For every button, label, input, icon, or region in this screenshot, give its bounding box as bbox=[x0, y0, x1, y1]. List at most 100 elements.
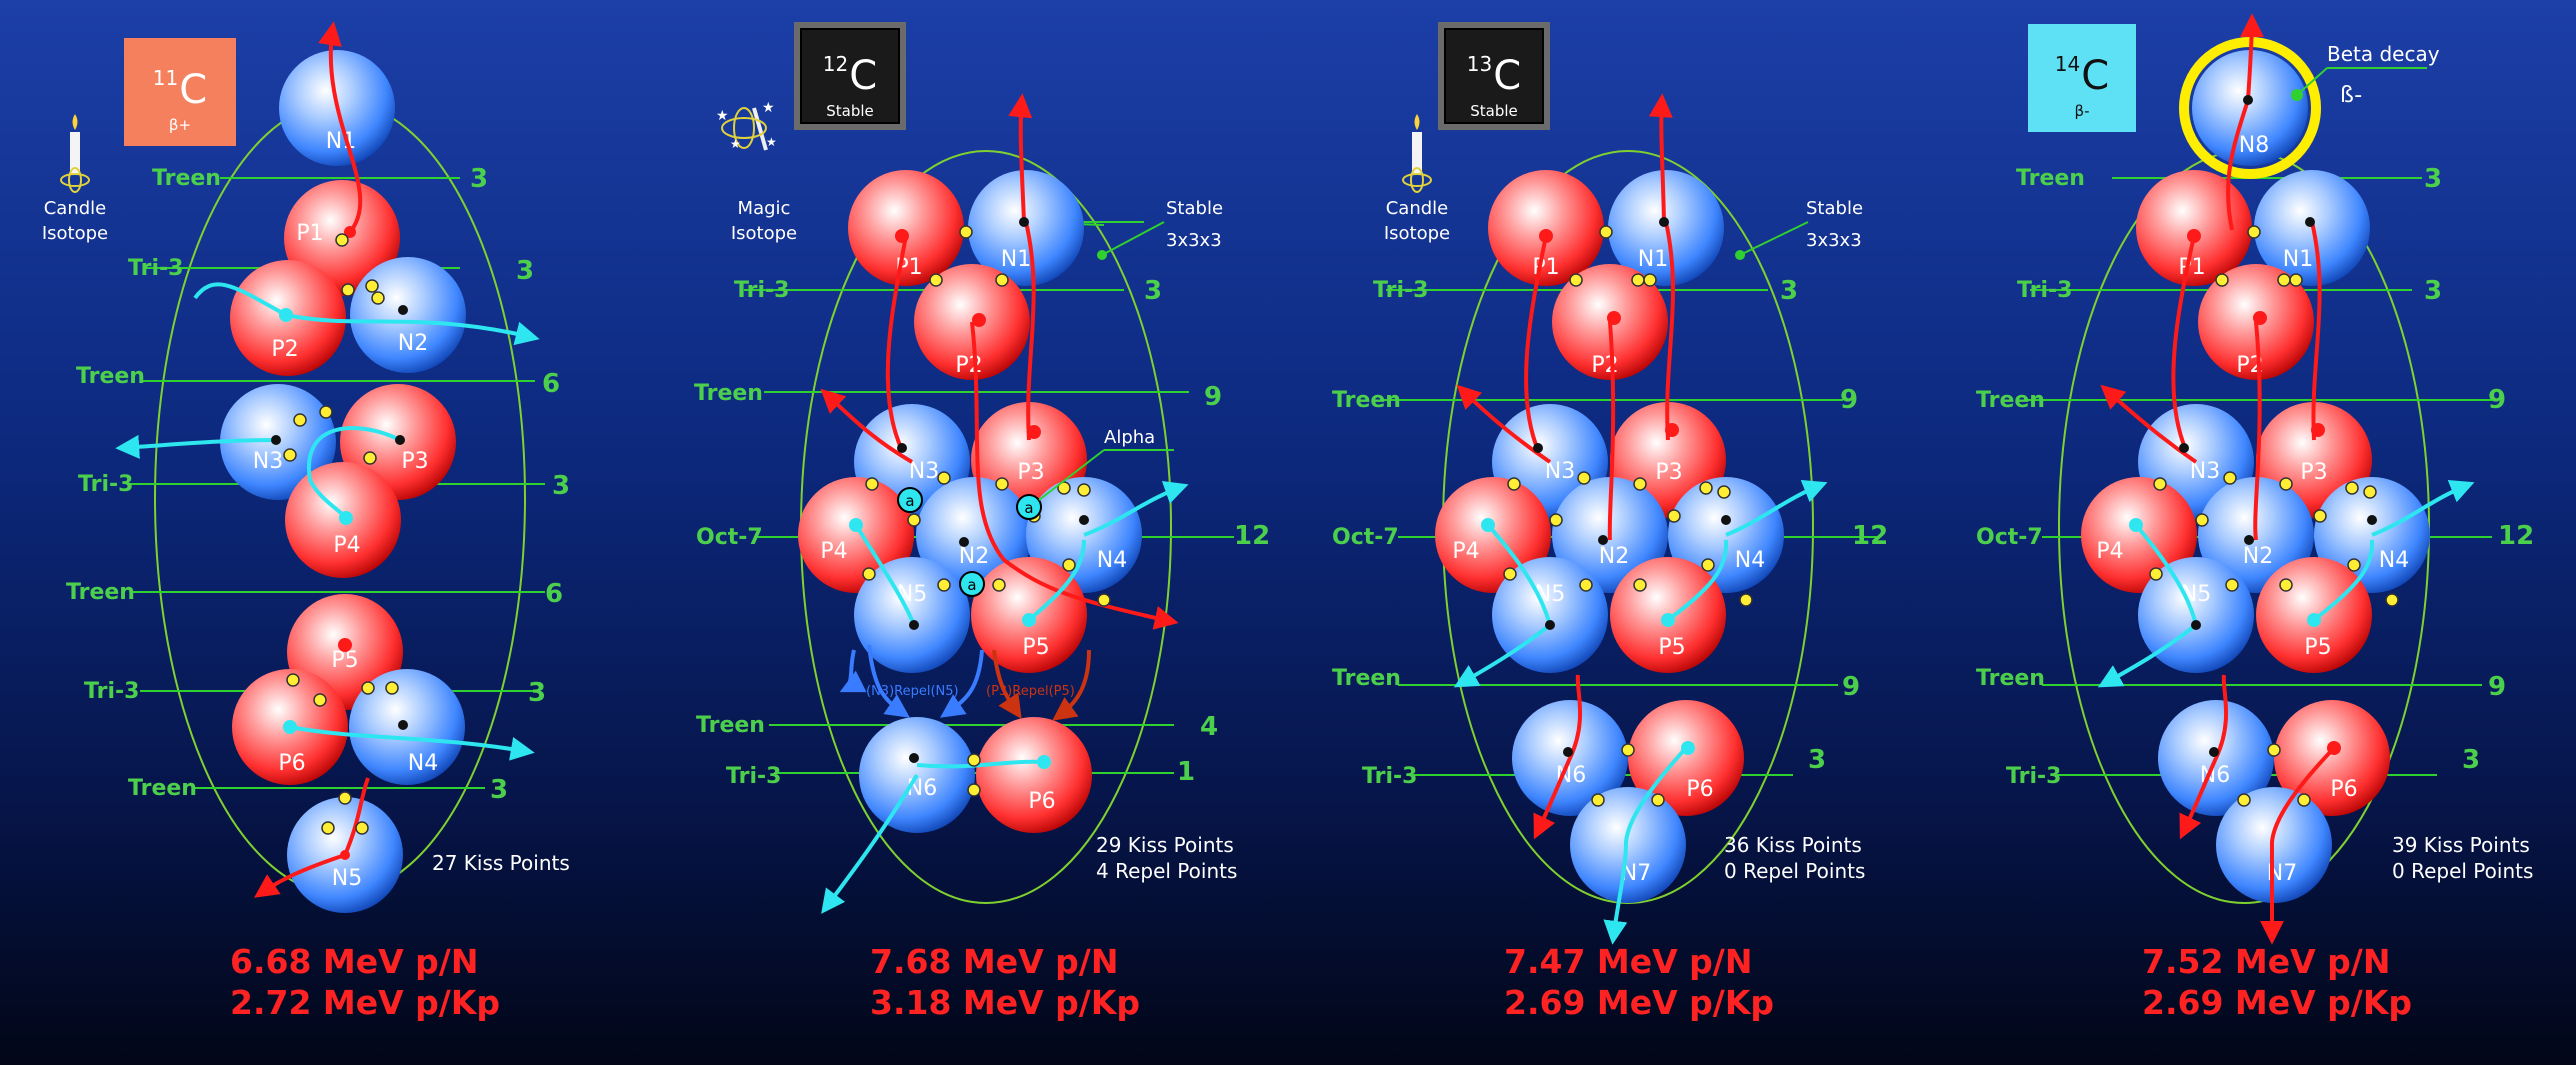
layer-value: 3 bbox=[1144, 276, 1162, 306]
energy-per-nucleon: 7.47 MeV p/N bbox=[1504, 942, 1752, 981]
nucleon: P6 bbox=[2274, 700, 2390, 816]
energy-per-kiss-point: 3.18 MeV p/Kp bbox=[870, 983, 1140, 1022]
layer-name: Treen bbox=[1976, 388, 2045, 413]
svg-text:N4: N4 bbox=[1735, 548, 1765, 573]
layer-value: 3 bbox=[1780, 276, 1798, 306]
candle-icon bbox=[1402, 114, 1432, 193]
side-label-line1: Candle bbox=[1386, 198, 1449, 219]
layer-name: Treen bbox=[1332, 666, 1401, 691]
layer-name: Treen bbox=[696, 713, 765, 738]
svg-text:N5: N5 bbox=[897, 582, 927, 607]
svg-text:N8: N8 bbox=[2239, 133, 2269, 158]
panel-c14: 14C β- Treen Tri-3 Treen Oct-7 Treen Tri… bbox=[1932, 0, 2576, 1065]
alpha-markers: a a a bbox=[897, 487, 1042, 597]
repel-points-count: 0 Repel Points bbox=[2392, 859, 2533, 883]
stable-label-line1: Stable bbox=[1806, 198, 1863, 219]
repel-label-n: (N3)Repel(N5) bbox=[866, 684, 959, 699]
nucleon: P1 bbox=[2136, 170, 2252, 286]
kiss-points-count: 29 Kiss Points bbox=[1096, 833, 1234, 857]
svg-text:N5: N5 bbox=[332, 866, 362, 891]
layer-value: 3 bbox=[552, 471, 570, 501]
svg-text:a: a bbox=[905, 492, 914, 510]
svg-text:P1: P1 bbox=[296, 221, 323, 246]
beta-symbol: ß- bbox=[2340, 83, 2362, 108]
svg-text:P2: P2 bbox=[955, 353, 982, 378]
layer-name: Treen bbox=[2016, 166, 2085, 191]
layer-value: 3 bbox=[516, 256, 534, 286]
svg-text:P3: P3 bbox=[1017, 460, 1044, 485]
layer-value: 12 bbox=[1852, 521, 1888, 551]
svg-text:N6: N6 bbox=[907, 776, 937, 801]
side-label-line1: Candle bbox=[44, 198, 107, 219]
layer-name: Treen bbox=[1976, 666, 2045, 691]
svg-text:P4: P4 bbox=[2096, 539, 2123, 564]
layer-value: 3 bbox=[490, 775, 508, 805]
svg-text:★: ★ bbox=[730, 137, 741, 151]
candle-icon bbox=[60, 114, 90, 193]
magic-wand-icon: ★★★★ bbox=[716, 100, 777, 151]
side-label-line2: Isotope bbox=[1384, 223, 1450, 244]
layer-value: 9 bbox=[1204, 382, 1222, 412]
layer-name: Treen bbox=[694, 381, 763, 406]
nucleon: P1 bbox=[848, 170, 964, 286]
svg-text:P3: P3 bbox=[401, 449, 428, 474]
isotope-badge: 14C β- bbox=[2028, 24, 2136, 132]
layer-value: 9 bbox=[2488, 672, 2506, 702]
svg-text:N1: N1 bbox=[2283, 247, 2313, 272]
layer-name: Tri-3 bbox=[1373, 278, 1428, 303]
isotope-badge: 12C Stable bbox=[794, 22, 906, 130]
svg-text:P2: P2 bbox=[271, 337, 298, 362]
layer-name: Tri-3 bbox=[1362, 764, 1417, 789]
kiss-points bbox=[2149, 225, 2399, 807]
svg-text:N1: N1 bbox=[1001, 247, 1031, 272]
stable-label-line2: 3x3x3 bbox=[1806, 230, 1862, 251]
side-label-line2: Isotope bbox=[42, 223, 108, 244]
svg-text:★: ★ bbox=[716, 108, 729, 124]
nucleon: N7 bbox=[1570, 787, 1686, 903]
repel-points-count: 0 Repel Points bbox=[1724, 859, 1865, 883]
layer-value: 3 bbox=[470, 164, 488, 194]
layer-value: 3 bbox=[2462, 745, 2480, 775]
kiss-points-count: 39 Kiss Points bbox=[2392, 833, 2530, 857]
layer-value: 9 bbox=[1840, 385, 1858, 415]
energy-per-nucleon: 7.52 MeV p/N bbox=[2142, 942, 2390, 981]
svg-text:N4: N4 bbox=[1097, 548, 1127, 573]
nucleon: N2 bbox=[350, 257, 466, 373]
layer-name: Tri-3 bbox=[84, 679, 139, 704]
side-label-line1: Magic bbox=[738, 198, 791, 219]
layer-name: Oct-7 bbox=[1976, 525, 2043, 550]
energy-per-kiss-point: 2.69 MeV p/Kp bbox=[1504, 983, 1774, 1022]
energy-per-kiss-point: 2.72 MeV p/Kp bbox=[230, 983, 500, 1022]
panel-c13: 13C Stable Candle Isotope Stable bbox=[1288, 0, 1932, 1065]
nucleon: P1 bbox=[1488, 170, 1604, 286]
energy-per-nucleon: 6.68 MeV p/N bbox=[230, 942, 478, 981]
layer-value: 6 bbox=[545, 579, 563, 609]
svg-text:P4: P4 bbox=[1452, 539, 1479, 564]
layer-name: Treen bbox=[128, 776, 197, 801]
side-label-line2: Isotope bbox=[731, 223, 797, 244]
svg-text:P4: P4 bbox=[820, 539, 847, 564]
layer-value: 3 bbox=[2424, 276, 2442, 306]
svg-text:P6: P6 bbox=[1028, 789, 1055, 814]
svg-text:N3: N3 bbox=[909, 459, 939, 484]
svg-text:P5: P5 bbox=[2304, 635, 2331, 660]
isotope-badge: 11C β+ bbox=[124, 38, 236, 146]
kiss-points-count: 36 Kiss Points bbox=[1724, 833, 1862, 857]
isotope-badge: 13C Stable bbox=[1438, 22, 1550, 130]
layer-name: Oct-7 bbox=[696, 525, 763, 550]
svg-text:P1: P1 bbox=[2178, 255, 2205, 280]
layer-value: 4 bbox=[1200, 712, 1218, 742]
layer-name: Tri-3 bbox=[726, 764, 781, 789]
stable-label-line2: 3x3x3 bbox=[1166, 230, 1222, 251]
alpha-label: Alpha bbox=[1104, 427, 1155, 448]
nucleon: P6 bbox=[976, 717, 1092, 833]
svg-text:N3: N3 bbox=[253, 449, 283, 474]
svg-text:N2: N2 bbox=[398, 331, 428, 356]
svg-text:N4: N4 bbox=[408, 751, 438, 776]
kiss-points bbox=[1503, 225, 1753, 807]
svg-text:a: a bbox=[1024, 499, 1033, 517]
layer-name: Tri-3 bbox=[2017, 278, 2072, 303]
svg-text:P5: P5 bbox=[331, 648, 358, 673]
layer-value: 9 bbox=[1842, 672, 1860, 702]
layer-value: 9 bbox=[2488, 385, 2506, 415]
